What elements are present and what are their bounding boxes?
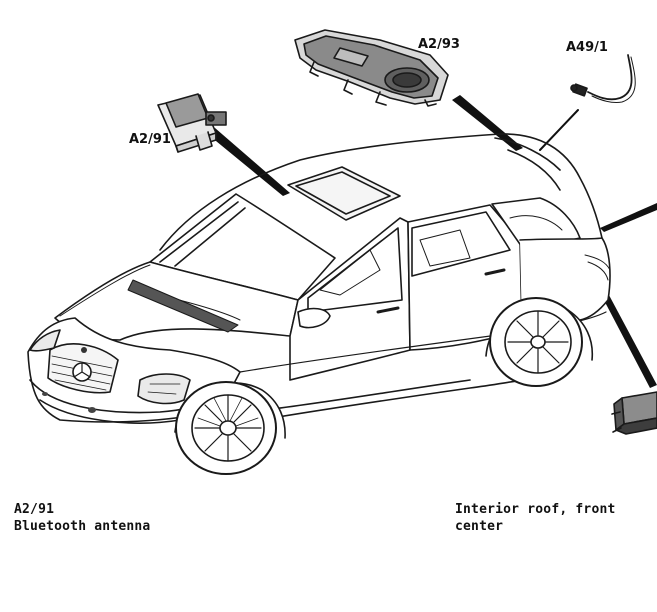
headlight-right (29, 329, 61, 352)
leader-lines (205, 95, 657, 388)
caption-block: A2/91 Bluetooth antenna (14, 501, 150, 535)
hood-vent (127, 279, 239, 333)
rear-door-handle (484, 268, 506, 276)
leader-a2-93 (452, 95, 523, 151)
front-wheel (175, 381, 277, 475)
front-door-handle (376, 306, 400, 314)
headlight-left (137, 373, 191, 405)
wiring-connector (570, 54, 636, 103)
callout-a2-93: A2/93 (418, 37, 460, 52)
leader-right-upper (600, 203, 657, 232)
control-unit-box (611, 391, 657, 435)
front-window (307, 227, 403, 313)
leader-right-lower (596, 282, 657, 388)
callout-a2-91: A2/91 (129, 132, 171, 147)
leader-a49-1 (539, 109, 579, 151)
car-illustration (27, 133, 611, 439)
rear-window (411, 211, 511, 277)
component-code: A2/91 (14, 502, 55, 517)
component-location: Interior roof, front center (455, 502, 616, 534)
component-name: Bluetooth antenna (14, 519, 151, 534)
callout-a49-1: A49/1 (566, 40, 608, 55)
bluetooth-antenna-module (157, 93, 227, 153)
leader-a2-91 (205, 128, 290, 196)
rear-quarter-window (491, 197, 581, 251)
side-mirror (297, 307, 331, 329)
roof-control-module (294, 29, 449, 107)
rear-wheel (489, 297, 583, 387)
